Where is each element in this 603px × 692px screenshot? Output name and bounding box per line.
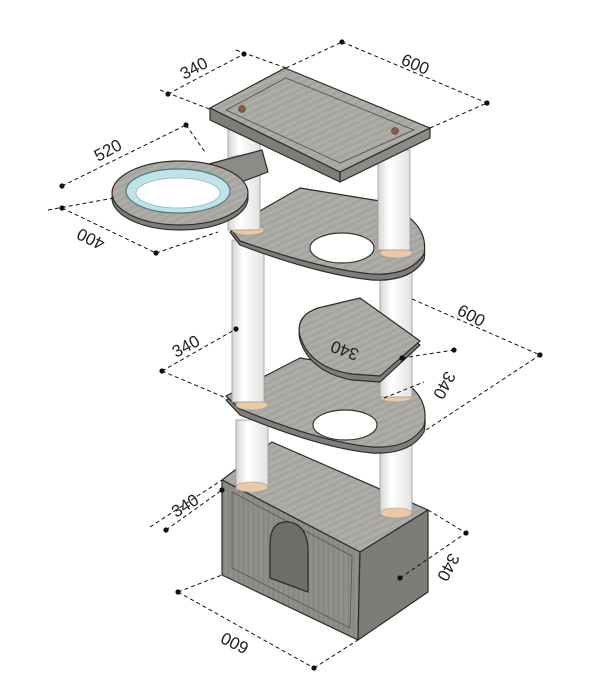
- dim-label-box-width: 600: [218, 628, 252, 658]
- bolt-icon: [391, 127, 399, 135]
- top-tray-inner: [224, 77, 416, 164]
- mid-platform-hole: [312, 409, 378, 441]
- top-tray: [209, 67, 431, 183]
- post-right-top: [377, 149, 411, 251]
- bowl-holder: [111, 149, 269, 231]
- base-box: [221, 441, 429, 641]
- post-left-middle: [231, 239, 265, 403]
- box-side: [357, 509, 429, 641]
- dim-label-bowl-width: 520: [91, 135, 125, 165]
- dim-label-top-depth: 340: [177, 53, 211, 83]
- dim-label-mid-depth: 340: [169, 331, 203, 361]
- box-entrance: [269, 521, 309, 593]
- small-shelf: [298, 297, 421, 383]
- post-ring: [379, 507, 413, 519]
- dim-label-bowl-depth: 400: [74, 224, 108, 254]
- middle-platform: [225, 357, 426, 454]
- dim-label-top-width: 600: [398, 50, 432, 79]
- upper-platform: [229, 187, 426, 281]
- dim-label-small-shelf-side: 340: [429, 368, 459, 402]
- bolt-icon: [238, 105, 246, 113]
- post-ring: [235, 481, 269, 493]
- bowl-inner: [135, 177, 221, 209]
- upper-platform-hole: [309, 232, 375, 264]
- box-front-inner: [231, 491, 353, 629]
- post-left-lower: [235, 419, 269, 491]
- dim-label-box-depth: 340: [168, 490, 202, 521]
- dim-label-box-side: 340: [433, 550, 463, 584]
- dimension-lines: [47, 39, 543, 671]
- dim-label-mid-width: 600: [454, 301, 488, 331]
